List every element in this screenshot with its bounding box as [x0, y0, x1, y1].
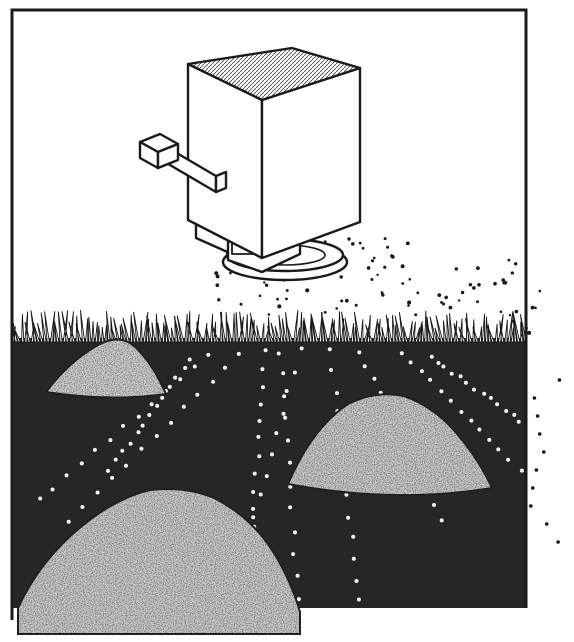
illustration	[0, 0, 574, 642]
